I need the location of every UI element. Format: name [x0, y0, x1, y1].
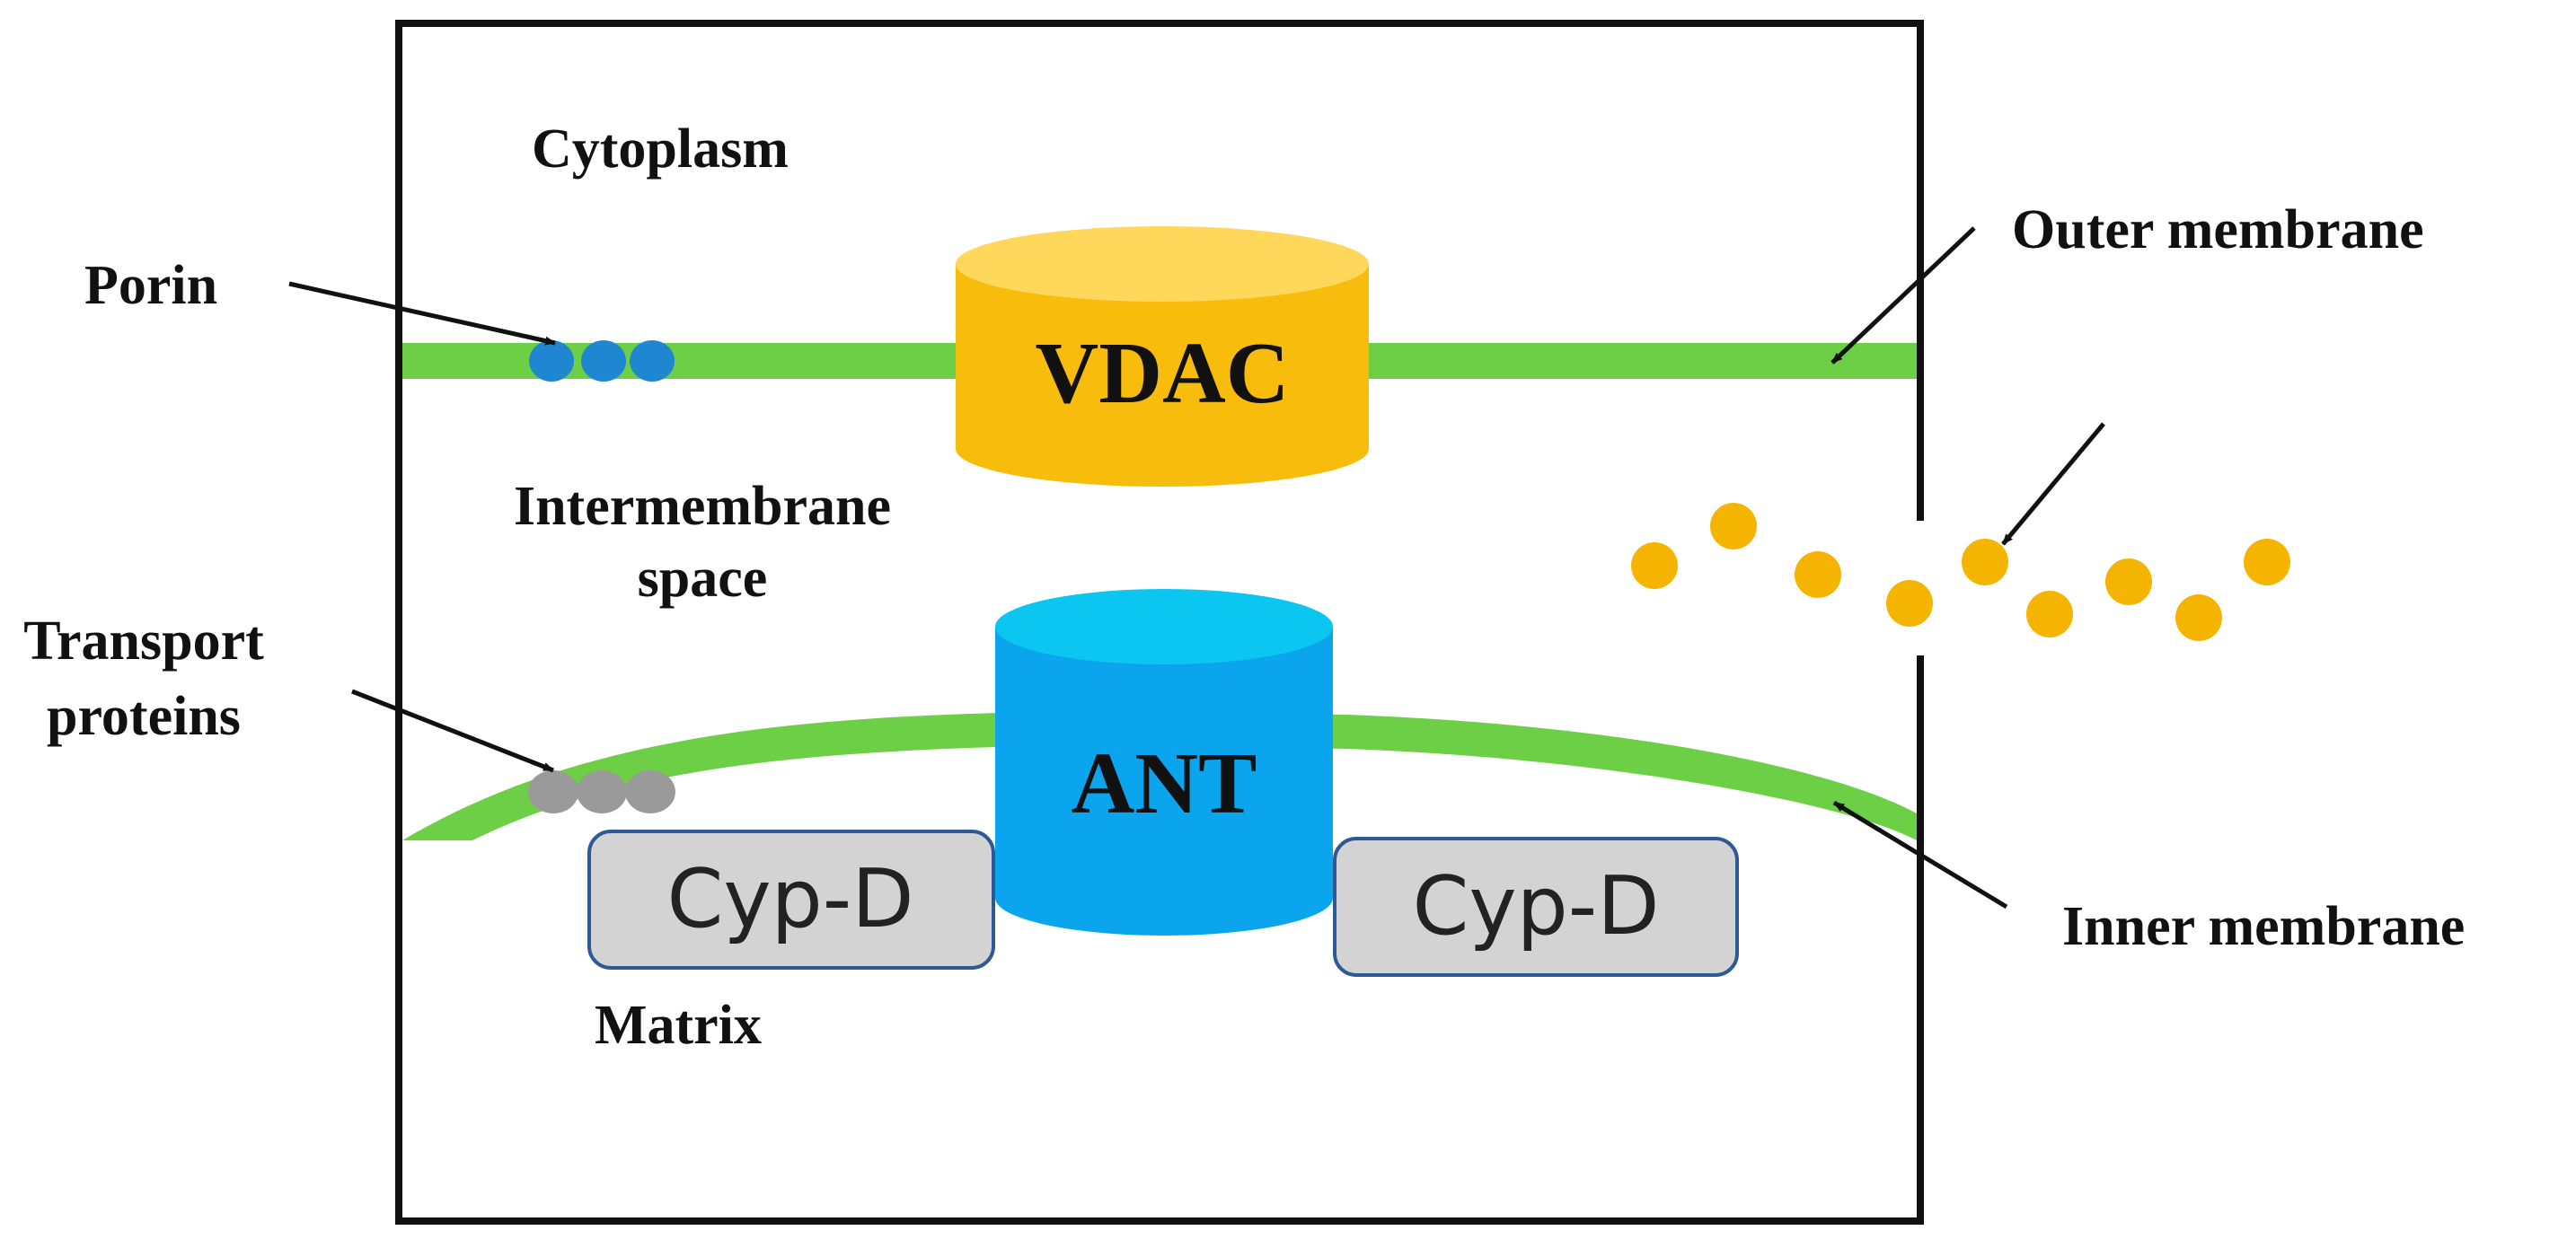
arrow-group	[288, 226, 2105, 910]
ant-top	[995, 589, 1333, 664]
transport-label-line2: proteins	[47, 686, 241, 747]
intermembrane-label-line2: space	[638, 548, 768, 609]
porin-cluster	[529, 340, 675, 382]
particle	[2026, 591, 2073, 637]
ant-body	[995, 627, 1333, 936]
inner-membrane-arrow	[1832, 800, 2008, 910]
particle	[1962, 539, 2008, 585]
particle	[2175, 594, 2222, 641]
cyp-d-left-box	[587, 830, 995, 970]
vdac-label: VDAC	[1035, 325, 1289, 422]
ant-channel: ANT	[995, 589, 1333, 936]
particle-arrow	[2001, 422, 2105, 546]
transport-proteins-arrow	[351, 689, 554, 773]
outer-membrane-label: Outer membrane	[2012, 199, 2424, 260]
particle	[1795, 551, 1841, 598]
particle	[1631, 542, 1678, 589]
particle	[2105, 558, 2152, 605]
porin-oval	[581, 340, 626, 382]
inner-membrane-label: Inner membrane	[2062, 896, 2465, 957]
cyp-d-right: Cyp-D	[1333, 837, 1739, 977]
outer-membrane-arrow	[1831, 226, 1976, 365]
transport-protein-oval	[625, 770, 675, 813]
cytoplasm-label: Cytoplasm	[532, 119, 789, 180]
matrix-label: Matrix	[595, 995, 762, 1056]
transport-protein-oval	[528, 770, 578, 813]
porin-arrow	[288, 281, 556, 346]
vdac-channel: VDAC	[956, 226, 1369, 487]
vdac-body	[956, 264, 1369, 487]
cyp-d-right-label: Cyp-D	[1412, 859, 1659, 954]
inner-membrane-band	[402, 711, 1917, 840]
particle-group	[1631, 503, 2290, 641]
cyp-d-left: Cyp-D	[587, 830, 995, 970]
transport-protein-oval	[577, 770, 627, 813]
intermembrane-label-line1: Intermembrane	[514, 476, 891, 537]
transport-label-line1: Transport	[23, 611, 264, 672]
particle	[1710, 503, 1757, 549]
porin-oval	[630, 340, 675, 382]
cyp-d-left-label: Cyp-D	[666, 852, 913, 946]
porin-label: Porin	[84, 255, 217, 316]
particle	[1886, 580, 1933, 627]
vdac-top	[956, 226, 1369, 302]
transport-protein-cluster	[528, 770, 675, 813]
porin-oval	[529, 340, 574, 382]
cyp-d-right-box	[1333, 837, 1739, 977]
ant-label: ANT	[1072, 735, 1257, 832]
particle	[2244, 539, 2290, 585]
